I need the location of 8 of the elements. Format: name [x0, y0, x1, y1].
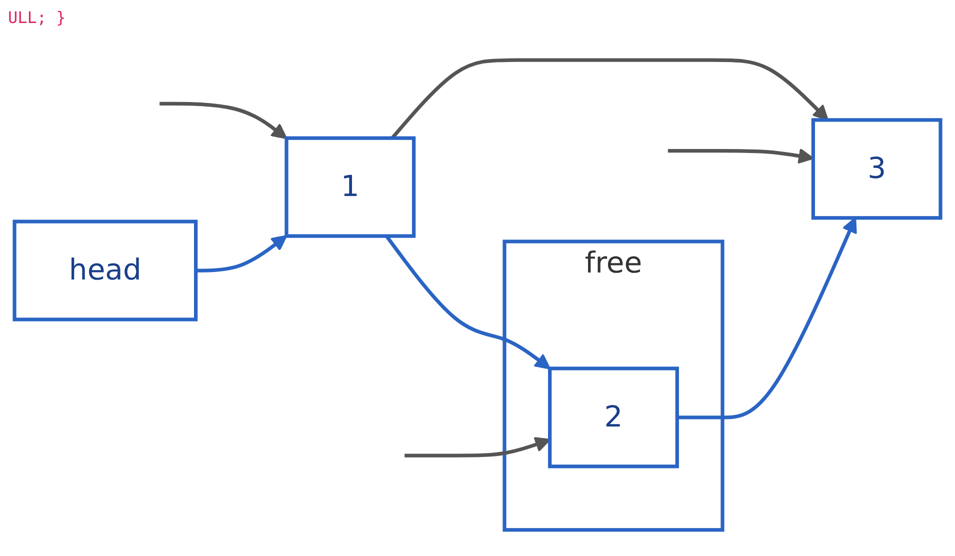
node-box: 2 [548, 366, 679, 468]
arrow [160, 102, 288, 140]
node-box: 1 [284, 136, 416, 238]
node-box: 3 [811, 118, 942, 220]
node-box: head [12, 220, 198, 322]
code-text: ULL; } [8, 8, 66, 27]
arrow [677, 217, 857, 420]
arrow [196, 235, 288, 272]
